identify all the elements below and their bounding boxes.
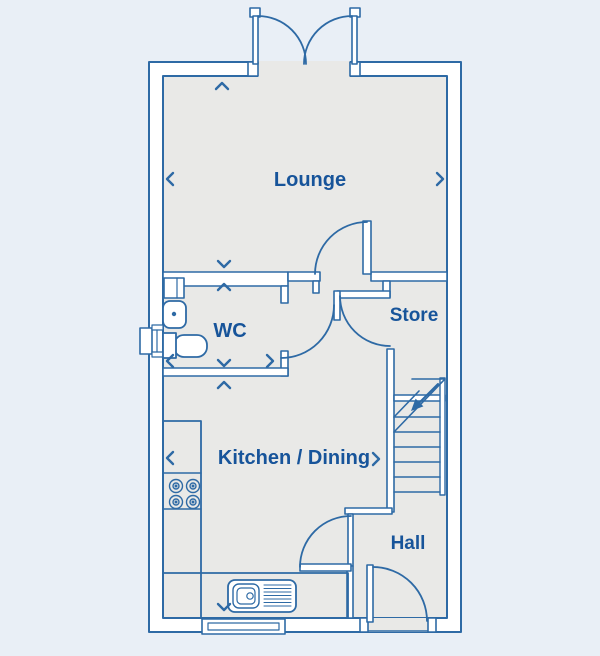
sink-drainer bbox=[227, 579, 297, 613]
store-door bbox=[339, 295, 391, 347]
wc-door bbox=[280, 304, 335, 359]
french-doors bbox=[247, 7, 361, 77]
room-labels: Lounge WC Store Kitchen / Dining Hall bbox=[213, 169, 438, 554]
kitchen-door bbox=[299, 515, 352, 572]
room-label-hall: Hall bbox=[391, 533, 426, 554]
room-label-wc: WC bbox=[213, 320, 246, 342]
dimension-chevrons bbox=[165, 81, 445, 612]
floor-area bbox=[163, 76, 447, 618]
stairs-direction-arrow-icon bbox=[411, 398, 424, 411]
wc-window bbox=[139, 324, 164, 358]
boiler-cupboard bbox=[163, 277, 185, 299]
room-label-store: Store bbox=[390, 305, 439, 326]
kitchen-window bbox=[201, 618, 286, 635]
stairs-up bbox=[393, 377, 446, 496]
basin bbox=[162, 300, 187, 329]
room-label-lounge: Lounge bbox=[274, 169, 346, 191]
toilet bbox=[162, 332, 208, 359]
room-label-kitchen-dining: Kitchen / Dining bbox=[218, 447, 370, 469]
hob bbox=[168, 478, 201, 510]
lounge-door bbox=[314, 220, 372, 275]
plan-linework bbox=[139, 7, 462, 635]
front-door bbox=[359, 564, 437, 633]
